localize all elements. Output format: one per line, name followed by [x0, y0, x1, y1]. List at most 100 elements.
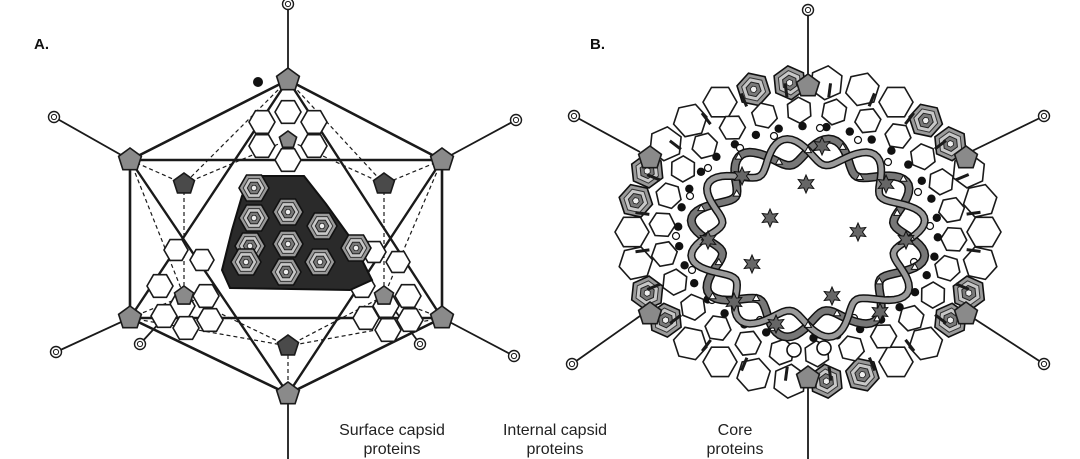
internal-protein-dot: [674, 222, 683, 231]
ring-tick: [933, 139, 947, 151]
internal-protein-dot: [910, 288, 920, 297]
ring-tick: [783, 366, 789, 381]
ring-tick: [966, 210, 981, 216]
hexagon-core: [946, 316, 954, 324]
hexagon-core: [284, 240, 292, 248]
ring-tick: [966, 248, 981, 253]
fiber-shaft: [969, 115, 1045, 153]
ring-tick: [646, 282, 661, 291]
strand-triangle: [803, 320, 813, 328]
capsid-hexon: [630, 275, 664, 311]
open-circle: [853, 135, 863, 145]
hexon-protein: [230, 248, 262, 276]
ring-tick: [934, 313, 948, 325]
strand-triangle: [708, 291, 717, 300]
core-strand-a: [686, 134, 930, 342]
capsid-hexagon: [702, 346, 738, 378]
pentamer-back-bottom: [276, 334, 300, 356]
hexon-protein: [272, 230, 304, 258]
hexon-protein: [272, 198, 304, 226]
fiber-upper-right: [441, 113, 523, 161]
internal-protein-dot: [845, 127, 854, 136]
strand-triangle: [732, 189, 742, 197]
strand-triangle: [751, 293, 761, 301]
capsid-hexagon: [736, 357, 772, 392]
pentamer-inner-left: [173, 285, 195, 305]
capsid-hexon: [908, 103, 944, 138]
vertex-dot: [253, 77, 263, 87]
core-protein-star: [813, 135, 831, 157]
fiber-upper-left: [47, 110, 131, 161]
core-protein-star: [743, 253, 761, 275]
hexagon-core: [282, 268, 290, 276]
internal-protein-dot: [904, 160, 913, 169]
inner-capsid-hexagon: [928, 167, 954, 196]
fiber-knob-inner: [1040, 112, 1048, 120]
internal-protein-dot: [867, 135, 876, 144]
legend-core-line1: Core: [717, 422, 753, 439]
fiber-knob-inner: [568, 360, 576, 368]
rosette-hexagon: [274, 99, 302, 125]
internal-protein-dot: [751, 130, 761, 140]
fiber-top: [801, 3, 815, 80]
inner-capsid-hexagon: [909, 142, 936, 171]
open-circle: [687, 265, 697, 275]
inner-capsid-hexagon: [853, 108, 882, 134]
ring-tick: [904, 338, 916, 352]
hexagon-core: [246, 242, 254, 250]
inner-capsid-hexagon: [734, 330, 763, 356]
capsid-hexagon: [962, 183, 998, 218]
capsid-hexagon: [810, 64, 843, 101]
inner-capsid-hexagon: [648, 212, 677, 238]
strand-triangle: [899, 174, 908, 182]
ring-tick: [867, 92, 876, 107]
capsid-pentamer: [637, 145, 663, 169]
rosette-hexagon: [146, 273, 174, 299]
rosette-hexagon: [300, 133, 328, 159]
fiber-shaft: [441, 119, 517, 161]
pentamer-ur: [429, 147, 455, 171]
strand-triangle: [734, 152, 743, 160]
internal-protein-dot: [696, 167, 706, 176]
internal-protein-dot: [712, 152, 721, 161]
capsid-hexagon: [702, 86, 738, 118]
inner-capsid-hexagon: [937, 196, 966, 224]
open-circle: [685, 191, 695, 201]
ring-tick: [669, 313, 683, 325]
hexagon-core: [284, 208, 292, 216]
inner-capsid-hexagon: [662, 268, 688, 297]
internal-protein-dot: [933, 233, 942, 242]
core-protein-star: [871, 301, 889, 323]
strand-triangle: [892, 208, 902, 216]
rosette-hexagon: [394, 283, 422, 309]
strand-fill: [688, 135, 928, 341]
inner-capsid-hexagon: [670, 154, 696, 183]
fiber-knob-inner: [512, 116, 520, 124]
ring-tick: [635, 248, 650, 254]
hexagon-core: [822, 377, 830, 386]
ring-tick: [827, 366, 833, 381]
capsid-hexagon: [878, 86, 914, 118]
internal-protein-dot: [720, 309, 729, 318]
pentamer-lr: [429, 305, 455, 329]
hexagon-core: [921, 116, 930, 125]
rosette-hexagon: [163, 238, 189, 262]
panel-b-label: B.: [590, 36, 605, 53]
internal-protein-dot: [932, 213, 941, 222]
inner-capsid-hexagon: [786, 96, 812, 125]
inner-capsid-hexagon: [939, 226, 968, 252]
rosette-hexagon: [396, 307, 424, 333]
capsid-pentamer: [637, 301, 663, 325]
core-strand-b: [687, 134, 929, 342]
rosette-hexagon: [352, 305, 380, 331]
open-circle: [913, 187, 923, 197]
fiber-knob-inner: [284, 0, 292, 8]
legend-surface-line2: proteins: [363, 441, 421, 458]
fiber-upper-left: [567, 109, 641, 153]
pentamer-top: [275, 67, 301, 91]
hexon-protein: [306, 212, 338, 240]
strand-triangle: [910, 262, 920, 270]
hexagon-core: [946, 140, 954, 148]
capsid-hexagon: [908, 326, 944, 361]
internal-protein-dot: [887, 146, 896, 155]
